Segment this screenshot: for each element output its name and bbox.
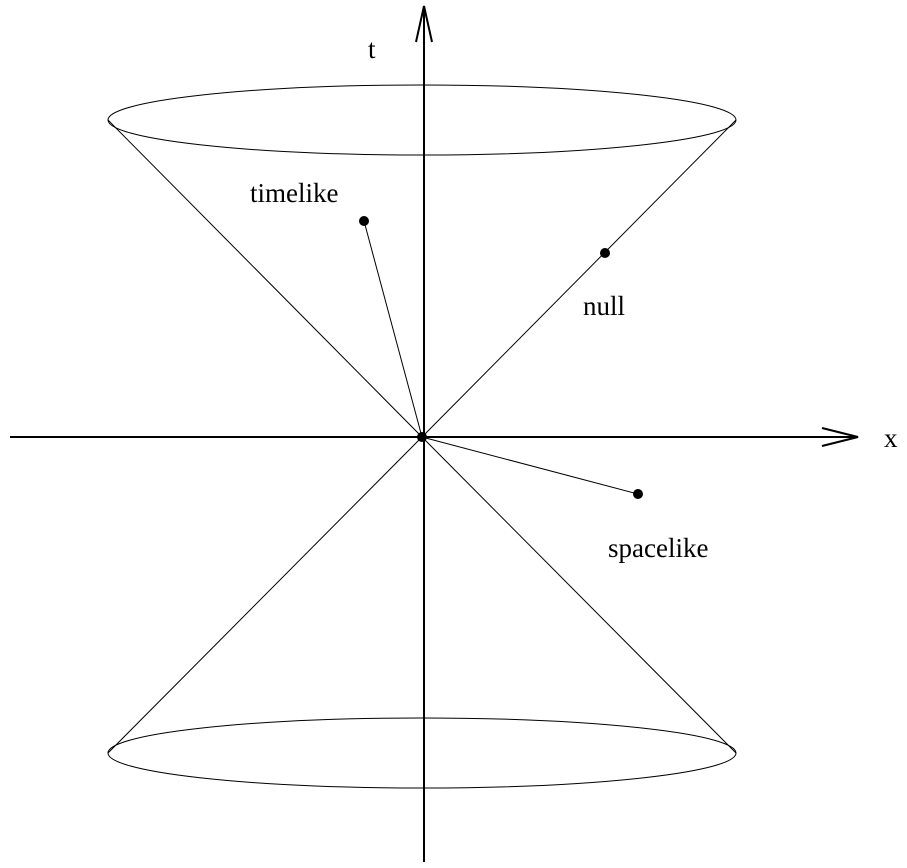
cone-line-lower-right (421, 436, 737, 754)
timelike-vector (363, 220, 423, 438)
x-axis-label: x (884, 423, 898, 453)
cone-line-upper-right (421, 119, 737, 438)
spacelike-label: spacelike (608, 533, 708, 563)
spacelike-point (633, 489, 643, 499)
timelike-label: timelike (250, 178, 338, 208)
cone-line-upper-left (107, 119, 423, 438)
origin-point (417, 432, 427, 442)
x-axis-arrowhead (821, 427, 859, 447)
null-point (600, 248, 610, 258)
null-label: null (583, 291, 625, 321)
past-cone-rim (107, 717, 737, 789)
future-cone-rim (107, 84, 737, 156)
t-axis-label: t (368, 34, 376, 64)
timelike-point (359, 216, 369, 226)
t-axis-arrowhead (415, 5, 433, 43)
cone-line-lower-left (107, 436, 423, 754)
spacelike-vector (421, 436, 639, 495)
